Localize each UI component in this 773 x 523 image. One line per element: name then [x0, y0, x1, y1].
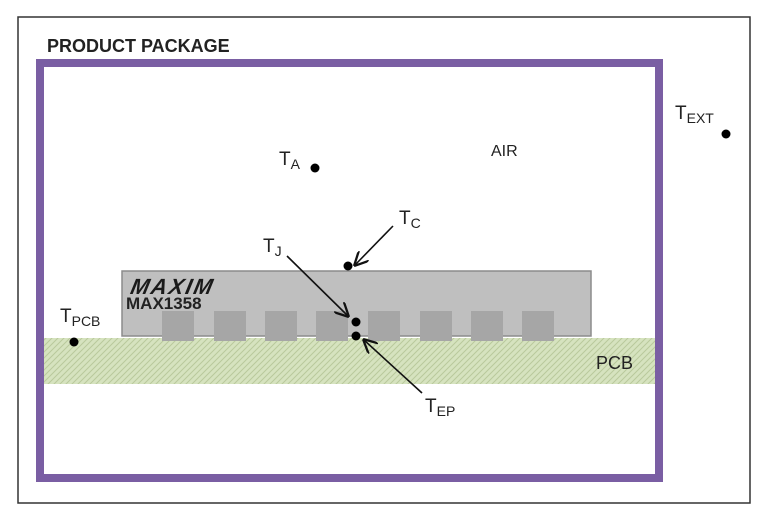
tj-label: TJ	[263, 236, 282, 259]
ta-main: T	[279, 149, 291, 170]
tep-arrow	[364, 340, 423, 394]
tpcb-main: T	[60, 306, 72, 327]
text-main: T	[675, 103, 687, 124]
tpcb-label: TPCB	[60, 306, 100, 329]
chip-pin	[368, 311, 400, 341]
text-label: TEXT	[675, 103, 714, 126]
tc-sub: C	[411, 215, 421, 231]
chip-pin	[265, 311, 297, 341]
chip-pin	[316, 311, 348, 341]
text-sub: EXT	[687, 110, 715, 126]
air-label: AIR	[491, 143, 518, 160]
chip-pin	[214, 311, 246, 341]
text-point	[721, 129, 731, 139]
tj-main: T	[263, 236, 275, 257]
tep-label: TEP	[425, 396, 455, 419]
chip-pins	[162, 311, 554, 341]
diagram-title: PRODUCT PACKAGE	[47, 36, 230, 56]
tj-arrow	[286, 255, 348, 316]
ta-label: TA	[279, 149, 301, 172]
tj-sub: J	[275, 243, 282, 259]
tc-point	[343, 261, 353, 271]
pcb-layer	[44, 338, 655, 384]
chip-pin	[471, 311, 503, 341]
chip-pin	[420, 311, 452, 341]
tep-sub: EP	[437, 403, 456, 419]
ta-point	[310, 163, 320, 173]
maxim-logo: MAXIM	[128, 274, 217, 299]
ta-sub: A	[291, 156, 301, 172]
tpcb-point	[69, 337, 79, 347]
chip-model: MAX1358	[126, 294, 202, 313]
chip-pin	[162, 311, 194, 341]
pcb-label: PCB	[596, 353, 633, 373]
tc-main: T	[399, 208, 411, 229]
outer-frame	[17, 16, 751, 504]
tc-arrow	[355, 225, 394, 265]
chip-pin	[522, 311, 554, 341]
tj-point	[351, 317, 361, 327]
product-package-box	[36, 59, 663, 482]
tep-main: T	[425, 396, 437, 417]
tpcb-sub: PCB	[72, 313, 101, 329]
tep-point	[351, 331, 361, 341]
tc-label: TC	[399, 208, 421, 231]
